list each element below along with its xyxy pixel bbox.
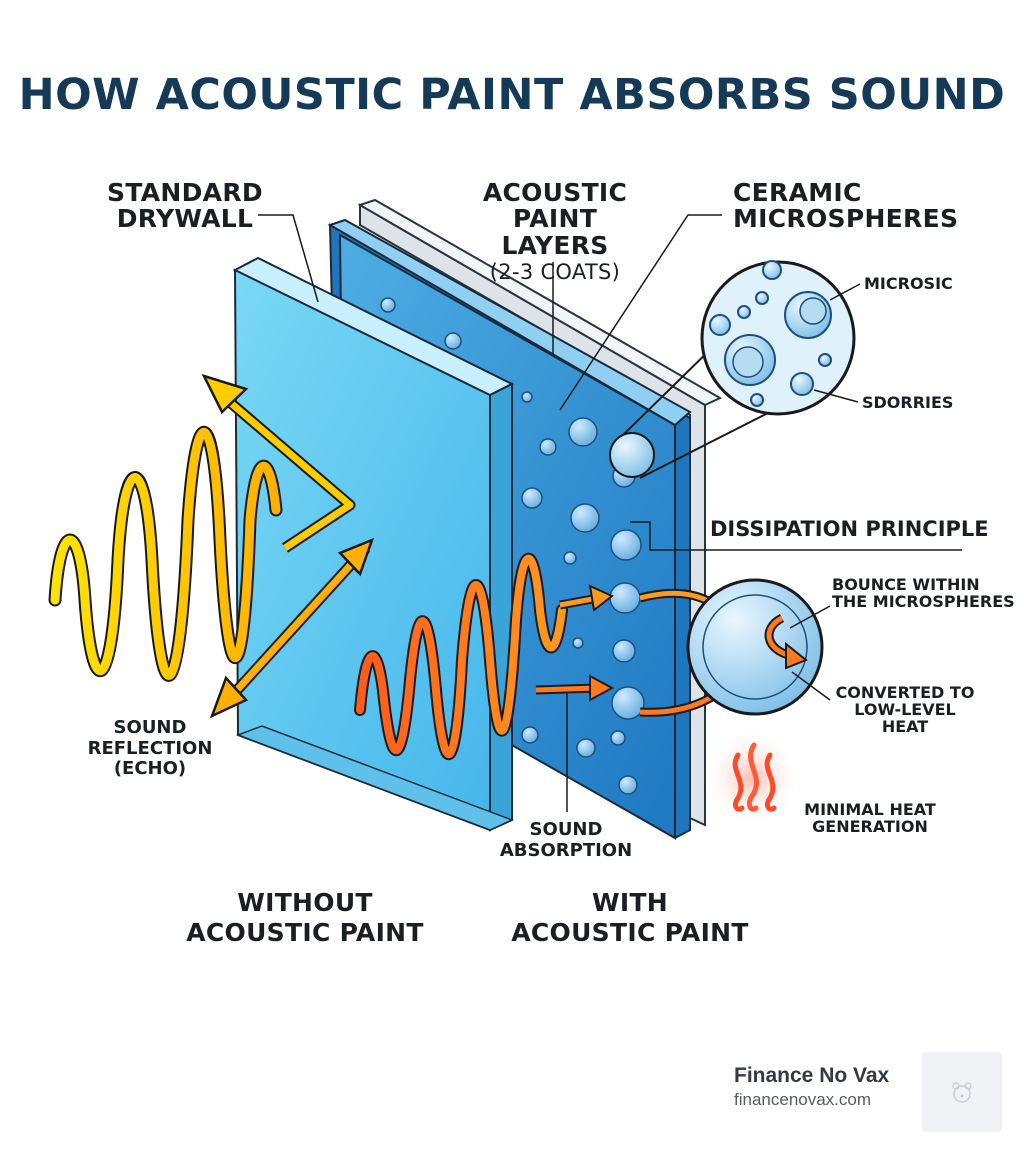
leader-lines (258, 214, 962, 812)
brand-url: financenovax.com (734, 1090, 872, 1109)
bear-logo-icon (952, 1082, 972, 1103)
dissipation-principle-label: DISSIPATION PRINCIPLE (710, 517, 989, 541)
absorption-arrows (535, 584, 754, 717)
brand-logo (922, 1052, 1002, 1132)
brand-block: Finance No Vax financenovax.com (734, 1064, 889, 1110)
heat-icon (704, 730, 800, 826)
dissipation-sphere (686, 578, 831, 716)
paint-bubbles (380, 297, 645, 795)
coats-label: (2-3 COATS) (489, 259, 621, 284)
brand-name: Finance No Vax (734, 1064, 890, 1087)
reflection-arrows (201, 373, 375, 719)
sdorries-label: SDORRIES (862, 393, 954, 412)
page-title: HOW ACOUSTIC PAINT ABSORBS SOUND (18, 70, 1006, 120)
microsic-label: MICROSIC (864, 274, 953, 293)
microsphere-magnifier (609, 260, 861, 479)
